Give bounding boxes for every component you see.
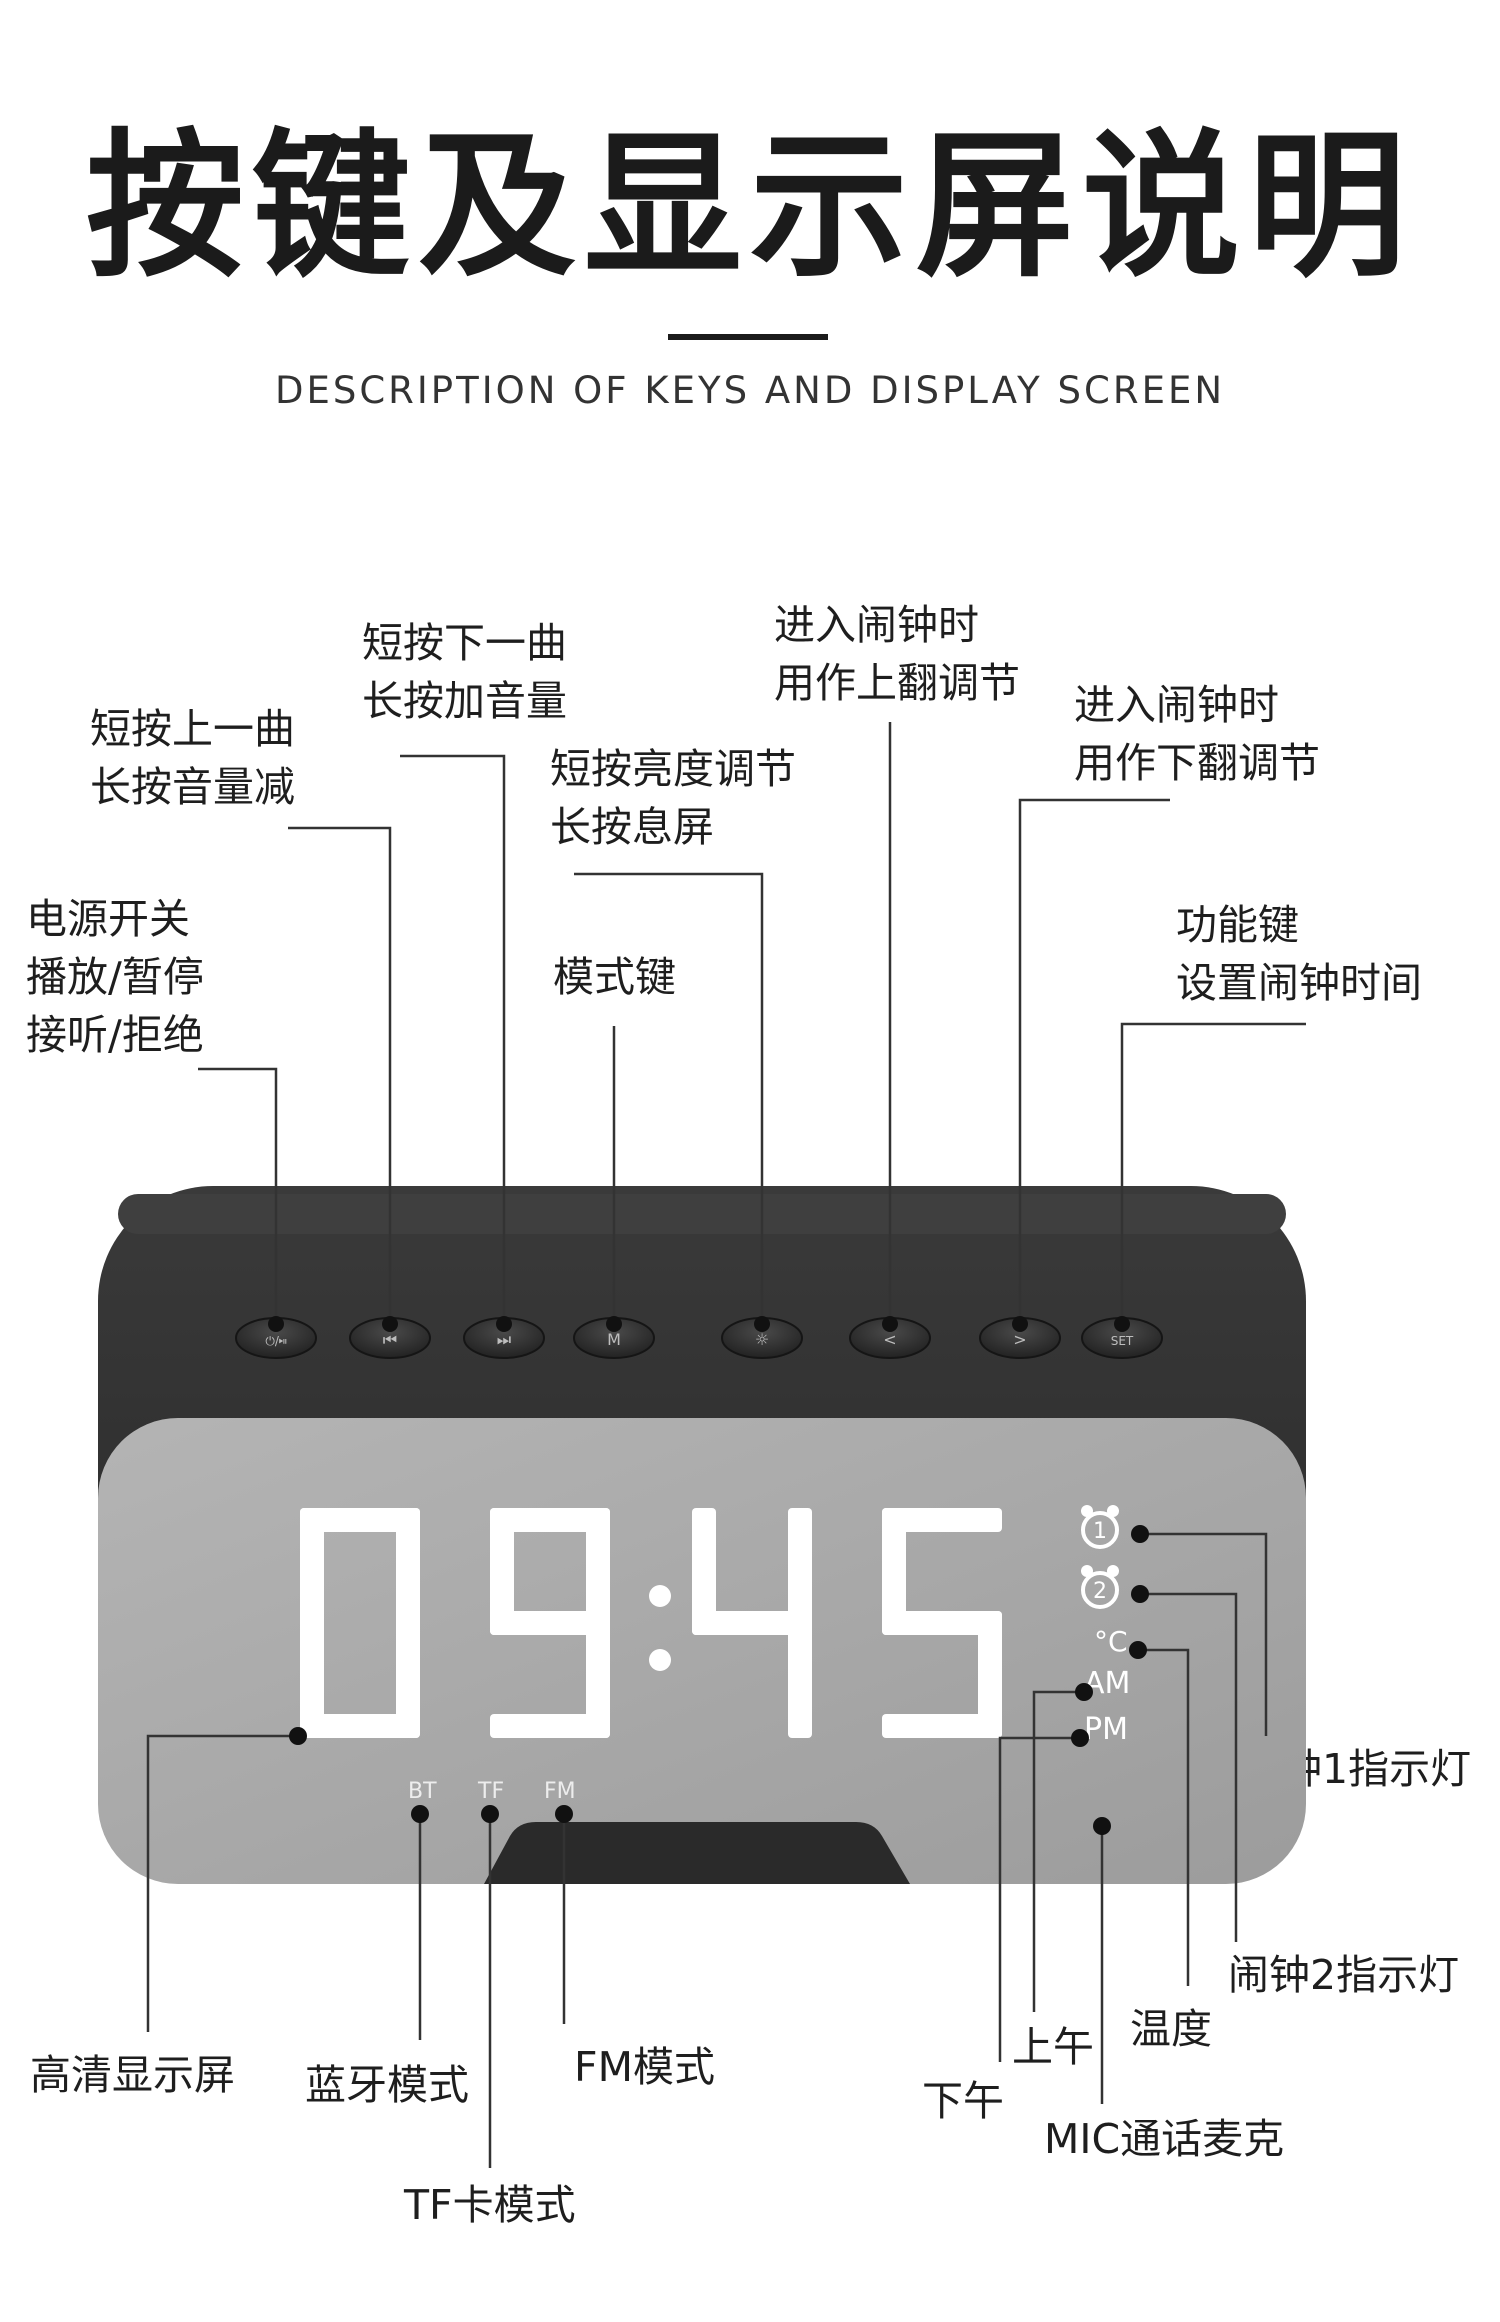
digit-2-segment-f [692, 1508, 716, 1635]
callout-up: 进入闹钟时 用作上翻调节 [774, 601, 1020, 707]
callout-prev: 短按上一曲 长按音量减 [90, 705, 295, 811]
digit-1-segment-a [490, 1508, 610, 1532]
set-button-glyph: SET [1111, 1334, 1134, 1348]
mode-button-glyph: M [607, 1330, 621, 1349]
digit-2-segment-g [692, 1611, 812, 1635]
digit-0-segment-a [300, 1508, 420, 1532]
alarm1-indicator-icon: 1 [1081, 1505, 1119, 1549]
digit-1-segment-f [490, 1508, 514, 1635]
digit-3-segment-c [978, 1611, 1002, 1738]
callout-down: 进入闹钟时 用作下翻调节 [1074, 681, 1320, 787]
down-button[interactable]: > [979, 1317, 1061, 1359]
digit-3-segment-f [882, 1508, 906, 1635]
power-play-button[interactable]: ⏻/⏯ [235, 1317, 317, 1359]
digit-0-segment-f [300, 1508, 324, 1635]
alarm1-number: 1 [1093, 1519, 1107, 1544]
page-title: 按键及显示屏说明 [86, 115, 1414, 299]
down-button-glyph: > [1013, 1330, 1026, 1349]
digit-2-segment-b [788, 1508, 812, 1635]
brightness-button-glyph: ☼ [755, 1330, 769, 1349]
digit-3-segment-g [882, 1611, 1002, 1635]
digit-1-segment-d [490, 1714, 610, 1738]
callout-next: 短按下一曲 长按加音量 [362, 619, 567, 725]
prev-button-glyph: ⏮ [383, 1330, 397, 1349]
callout-mode: 模式键 [553, 953, 676, 1001]
callout-alarm2: 闹钟2指示灯 [1228, 1951, 1460, 1999]
fm-indicator: FM [544, 1779, 576, 1804]
colon-dot-upper [649, 1585, 671, 1607]
page-subtitle: DESCRIPTION OF KEYS AND DISPLAY SCREEN [274, 369, 1226, 412]
digit-0-segment-c [396, 1611, 420, 1738]
digit-1-segment-b [586, 1508, 610, 1635]
digit-2-segment-c [788, 1611, 812, 1738]
next-button-glyph: ⏭ [497, 1330, 511, 1349]
callout-brightness: 短按亮度调节 长按息屏 [550, 745, 796, 851]
next-button[interactable]: ⏭ [463, 1317, 545, 1359]
alarm2-indicator-icon: 2 [1081, 1565, 1119, 1609]
mic-hole [1093, 1817, 1111, 1835]
digit-3-segment-d [882, 1714, 1002, 1738]
digit-0-segment-d [300, 1714, 420, 1738]
digit-1-segment-g [490, 1611, 610, 1635]
led-time-display [300, 1508, 1002, 1738]
callout-hd-screen: 高清显示屏 [30, 2051, 235, 2099]
callout-tf-mode: TF卡模式 [404, 2181, 576, 2229]
title-divider [668, 334, 828, 340]
digit-3-segment-a [882, 1508, 1002, 1532]
phone-slot [484, 1822, 910, 1884]
tf-indicator: TF [477, 1779, 504, 1804]
celsius-indicator: °C [1094, 1625, 1128, 1658]
digit-1-segment-c [586, 1611, 610, 1738]
callout-bt-mode: 蓝牙模式 [305, 2061, 469, 2109]
up-button-glyph: < [883, 1330, 896, 1349]
button-row: ⏻/⏯ ⏮ ⏭ M ☼ < > SET [235, 1317, 1163, 1359]
callout-leader-lines [146, 722, 1306, 2168]
callout-set: 功能键 设置闹钟时间 [1176, 901, 1422, 1007]
power-play-button-glyph: ⏻/⏯ [265, 1334, 287, 1348]
callout-pm: 下午 [922, 2077, 1004, 2125]
pm-indicator: PM [1084, 1712, 1128, 1747]
callout-power: 电源开关 播放/暂停 接听/拒绝 [26, 895, 204, 1059]
device-top-rim [118, 1194, 1286, 1234]
callout-am: 上午 [1012, 2023, 1094, 2071]
bt-indicator: BT [408, 1779, 437, 1804]
callout-temperature: 温度 [1130, 2005, 1212, 2053]
callout-fm-mode: FM模式 [574, 2043, 715, 2091]
callout-mic: MIC通话麦克 [1044, 2115, 1285, 2163]
digit-0-segment-e [300, 1611, 324, 1738]
set-button[interactable]: SET [1081, 1317, 1163, 1359]
alarm2-number: 2 [1093, 1579, 1107, 1604]
callout-dots [268, 1316, 1149, 1835]
digit-0-segment-b [396, 1508, 420, 1635]
colon-dot-lower [649, 1649, 671, 1671]
